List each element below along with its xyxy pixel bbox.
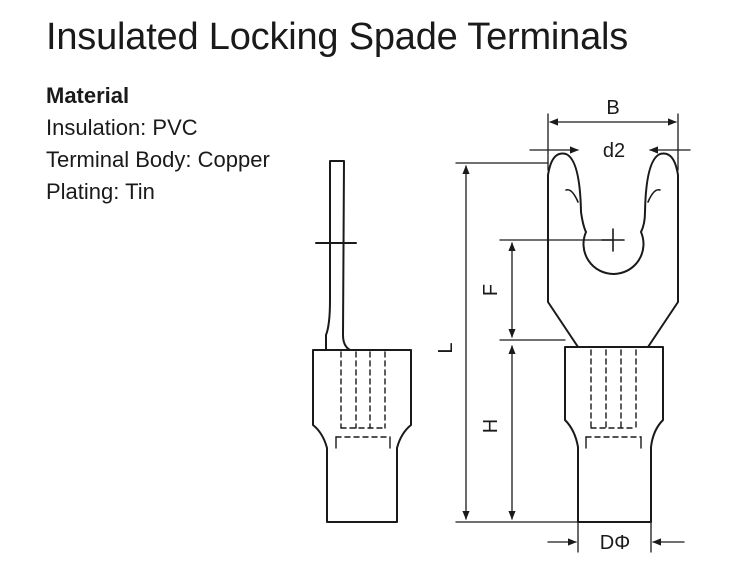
insulation-spec: Insulation: PVC [46, 115, 198, 140]
plating-spec: Plating: Tin [46, 179, 155, 204]
side-view-blade [325, 160, 351, 351]
dimension-label-l: L [435, 342, 457, 353]
dimension-label-b: B [606, 97, 619, 119]
dimension-label-d2: d2 [603, 140, 625, 162]
page-title: Insulated Locking Spade Terminals [46, 16, 629, 58]
dimension-label-f: F [480, 284, 502, 296]
front-view-sleeve [564, 346, 664, 523]
side-view-sleeve [312, 349, 412, 523]
dimension-label-d: DΦ [600, 532, 630, 554]
material-spec: Material Insulation: PVC Terminal Body: … [46, 80, 270, 208]
front-view [547, 152, 679, 523]
dimension-labels: B d2 L F H DΦ [435, 97, 630, 554]
terminal-body-spec: Terminal Body: Copper [46, 147, 270, 172]
dimension-label-h: H [480, 419, 502, 433]
front-view-fork [547, 152, 679, 348]
dimension-lines [455, 113, 691, 553]
material-heading: Material [46, 83, 130, 108]
side-view [312, 160, 412, 523]
